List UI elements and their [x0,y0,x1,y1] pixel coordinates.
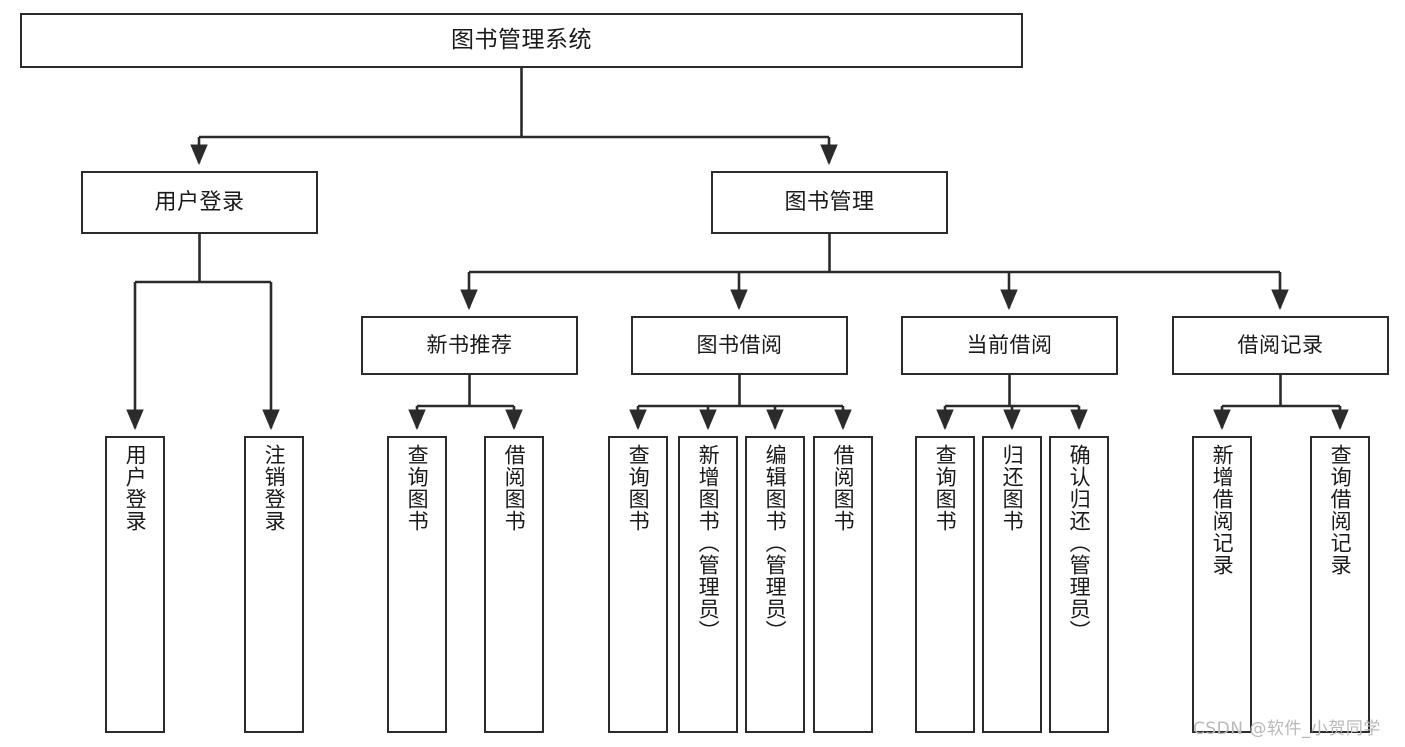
node-user-login-leaf[interactable]: 用户登录 [105,436,165,733]
node-label: 编辑图书（管理员） [763,444,788,642]
node-label: 确认归还（管理员） [1067,444,1092,642]
node-label: 图书借阅 [696,333,783,358]
node-current-borrow[interactable]: 当前借阅 [901,316,1118,375]
node-user-login[interactable]: 用户登录 [81,171,318,234]
node-query-book-current[interactable]: 查询图书 [915,436,975,733]
node-add-book-admin[interactable]: 新增图书（管理员） [678,436,738,733]
node-book-management-system[interactable]: 图书管理系统 [20,13,1023,68]
node-label: 查询借阅记录 [1328,444,1353,576]
node-borrow-book[interactable]: 借阅图书 [813,436,873,733]
node-confirm-return-admin[interactable]: 确认归还（管理员） [1049,436,1109,733]
node-query-borrow-record[interactable]: 查询借阅记录 [1310,436,1370,733]
node-logout-leaf[interactable]: 注销登录 [244,436,304,733]
node-label: 查询图书 [626,444,651,532]
node-label: 借阅记录 [1237,333,1324,358]
node-label: 查询图书 [933,444,958,532]
node-book-borrow[interactable]: 图书借阅 [631,316,848,375]
node-borrow-book-recommend[interactable]: 借阅图书 [484,436,544,733]
node-label: 归还图书 [1000,444,1025,532]
node-label: 注销登录 [262,444,287,532]
node-add-borrow-record[interactable]: 新增借阅记录 [1192,436,1252,733]
node-query-book-recommend[interactable]: 查询图书 [387,436,447,733]
node-book-management[interactable]: 图书管理 [711,171,948,234]
node-label: 借阅图书 [831,444,856,532]
node-label: 新增图书（管理员） [696,444,721,642]
node-borrow-record[interactable]: 借阅记录 [1172,316,1389,375]
node-label: 查询图书 [405,444,430,532]
node-new-book-recommend[interactable]: 新书推荐 [361,316,578,375]
node-label: 图书管理系统 [451,27,592,54]
node-label: 借阅图书 [502,444,527,532]
csdn-watermark: CSDN @软件_小贺同学 [1193,719,1381,739]
node-return-book[interactable]: 归还图书 [982,436,1042,733]
node-label: 图书管理 [784,189,875,215]
node-label: 新增借阅记录 [1210,444,1235,576]
node-label: 用户登录 [154,189,245,215]
node-query-book-borrow[interactable]: 查询图书 [608,436,668,733]
node-edit-book-admin[interactable]: 编辑图书（管理员） [745,436,805,733]
node-label: 用户登录 [123,444,148,532]
node-label: 新书推荐 [426,333,513,358]
node-label: 当前借阅 [966,333,1053,358]
